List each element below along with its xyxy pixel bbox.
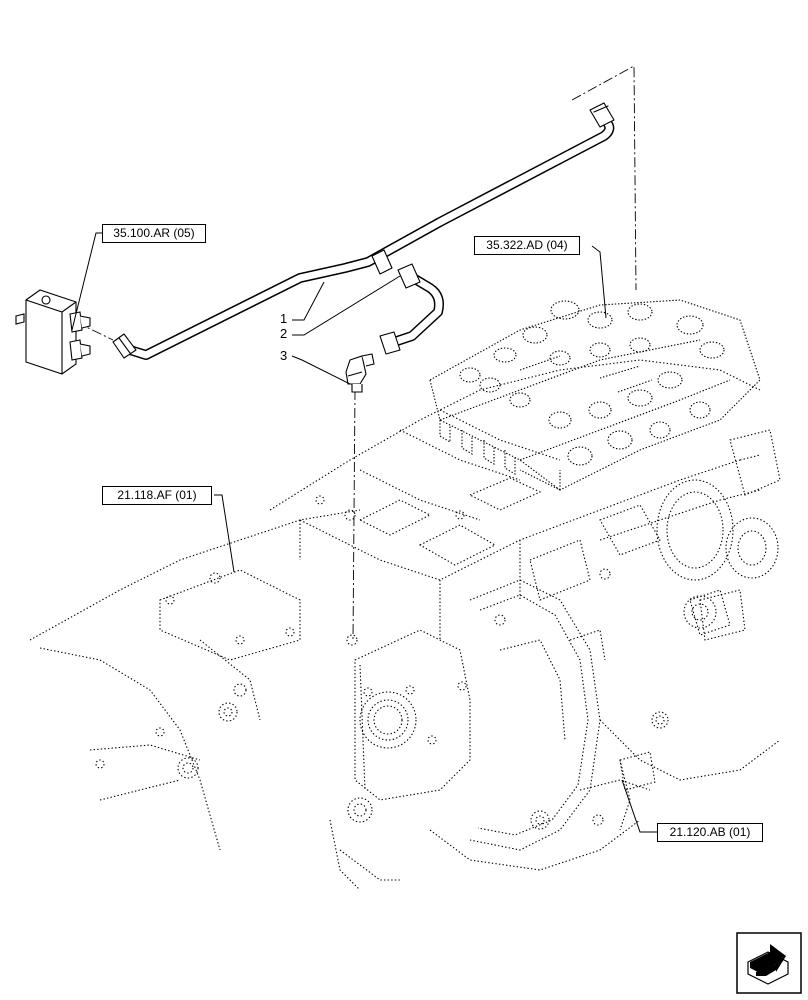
leader-lines (71, 232, 657, 833)
transmission-housing (29, 359, 781, 891)
reference-35-322-ad[interactable]: 35.322.AD (04) (474, 236, 580, 255)
callout-item-2: 2 (280, 326, 288, 341)
block-port-upper (69, 311, 91, 333)
pipe-item-1 (112, 102, 615, 360)
callout-item-3: 3 (280, 348, 288, 363)
pipe-nut-top (589, 102, 615, 128)
control-valve-assembly (429, 299, 761, 491)
left-valve-block (15, 289, 91, 375)
pipe-item-2 (379, 263, 444, 355)
next-page-arrow-icon[interactable] (736, 932, 802, 994)
elbow-fitting-item-3 (345, 353, 375, 393)
reference-21-120-ab[interactable]: 21.120.AB (01) (657, 823, 763, 842)
reference-21-118-af[interactable]: 21.118.AF (01) (102, 486, 212, 505)
pipe-union-mid (371, 249, 393, 275)
reference-35-100-ar[interactable]: 35.100.AR (05) (102, 224, 206, 243)
pipe-nut-left (112, 333, 137, 359)
callout-item-1: 1 (280, 311, 288, 326)
block-port-lower (69, 339, 91, 361)
